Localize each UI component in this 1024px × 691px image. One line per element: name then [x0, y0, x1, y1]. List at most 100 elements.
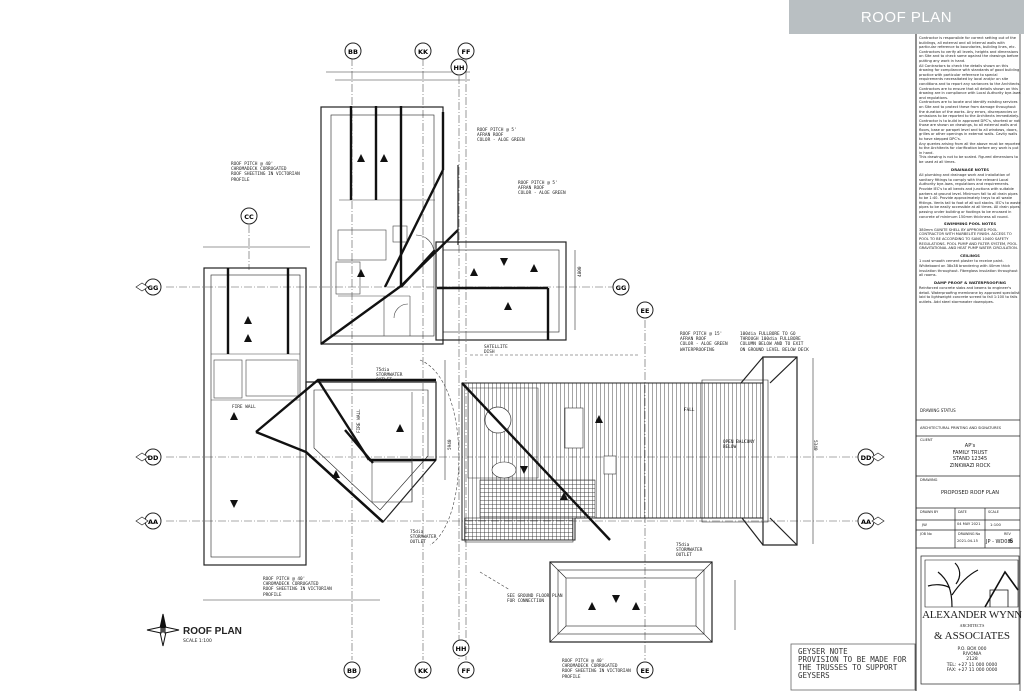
firm-address-line: 2128	[966, 657, 978, 663]
svg-text:BB: BB	[347, 667, 357, 675]
grid-bubble-bb-top: BB	[344, 42, 362, 60]
tb-drawing-name: PROPOSED ROOF PLAN	[940, 490, 1000, 496]
note-paragraph: All Contractors to check the details sho…	[919, 63, 1021, 100]
svg-text:BB: BB	[348, 48, 358, 56]
label-roof-top-mid: ROOF PITCH @ 5' AFRAN ROOF COLOR - ALOE …	[477, 128, 525, 144]
firm-fax: FAX: +27 11 000 0000	[946, 667, 998, 673]
svg-text:EE: EE	[641, 667, 650, 675]
drainage-heading: DRAINAGE NOTES	[951, 166, 989, 172]
note-paragraph: This drawing is not to be scaled. Figure…	[919, 155, 1018, 165]
label-roof-top-left: ROOF PITCH @ 40' CHROMADECK CORRUGATED R…	[231, 162, 300, 183]
tb-drawn-by-label: DRAWN BY	[920, 510, 939, 514]
grid-bubble-hh-top: HH	[450, 58, 468, 76]
tb-date: 04 MAY 2021	[957, 522, 981, 526]
label-fire-wall-b: FIRE WALL	[357, 409, 362, 433]
grid-bubble-gg-right: GG	[612, 278, 630, 296]
tb-job: 2021-04-15	[957, 539, 978, 543]
west-wing-roof	[203, 267, 307, 566]
tb-rev-label: REV	[1004, 532, 1011, 536]
grid-bubble-cc: CC	[240, 207, 258, 225]
label-fall: FALL	[684, 408, 695, 413]
label-roof-centre: ROOF PITCH @ 15' AFRAN ROOF COLOR - ALOE…	[680, 332, 728, 353]
grid-bubble-kk-top: KK	[414, 42, 432, 60]
tb-client-line: ZINKWAZI ROCK	[949, 462, 991, 469]
flat-roof-deck	[461, 382, 764, 543]
label-roof-bottom-left: ROOF PITCH @ 40' CHROMADECK CORRUGATED R…	[263, 577, 332, 598]
grid-bubble-kk-bottom: KK	[414, 661, 432, 679]
firm-address: P.O. BOX 000 RIVONIA 2128 TEL: +27 11 00…	[921, 647, 1023, 673]
note-paragraph: Contractor is to build in approved DPC's…	[919, 118, 1020, 142]
geyser-note-box	[790, 643, 916, 691]
svg-text:DD: DD	[148, 454, 159, 462]
tb-drawing-status: DRAWING STATUS	[920, 408, 956, 413]
svg-text:KK: KK	[418, 48, 429, 56]
damp-heading: DAMP PROOF & WATERPROOFING	[934, 279, 1006, 285]
svg-text:EE: EE	[641, 307, 650, 315]
tb-date-label: DATE	[958, 510, 967, 514]
firm-address-line: P.O. BOX 000	[957, 647, 987, 652]
north-arrow-icon	[146, 613, 180, 647]
grid-bubble-hh-bottom: HH	[452, 639, 470, 657]
grid-bubble-ff-top: FF	[457, 42, 475, 60]
tb-scale-label: SCALE	[988, 510, 999, 514]
tb-scale: 1:100	[990, 522, 1001, 527]
drainage-notes: All plumbing and drainage work and insta…	[919, 173, 1021, 219]
note-paragraph: Contractors are to locate and identify e…	[919, 100, 1019, 119]
label-stormwater-right: 75dia STORMWATER OUTLET	[676, 543, 703, 559]
label-stormwater-left: 75dia STORMWATER OUTLET	[376, 368, 403, 384]
note-paragraph: Contractor is responsible for correct se…	[919, 36, 1019, 63]
drawing-scale: SCALE 1:100	[183, 639, 212, 644]
svg-text:FF: FF	[462, 667, 471, 675]
svg-text:GG: GG	[616, 284, 627, 292]
label-roof-mid: ROOF PITCH @ 5' AFRAN ROOF COLOR - ALOE …	[518, 181, 566, 197]
central-wing-roof	[305, 381, 437, 523]
svg-text:DD: DD	[861, 454, 872, 462]
tb-architectural: ARCHITECTURAL PRINTING AND SIGNATURES	[920, 426, 1002, 430]
tb-client-label: CLIENT	[920, 438, 933, 442]
general-notes: Contractor is responsible for correct se…	[919, 36, 1021, 416]
firm-name-line1: ALEXANDER WYNN	[922, 609, 1022, 621]
west-wing-rooms	[211, 353, 300, 401]
svg-text:GG: GG	[148, 284, 159, 292]
tb-drg-label: DRAWING No	[958, 532, 981, 536]
tb-job-label: JOB No	[920, 532, 932, 536]
ceiling-notes: 1 coat smooth cement plaster to receive …	[919, 259, 1018, 278]
svg-text:HH: HH	[456, 645, 467, 653]
deck-diagonal	[461, 382, 611, 541]
grid-bubble-ee-bottom: EE	[636, 661, 654, 679]
pool-notes: 380mm GUNITE SHELL BY APPROVED POOL CONT…	[919, 227, 1018, 251]
svg-text:AA: AA	[861, 518, 871, 526]
fall-arrows	[230, 154, 640, 610]
tb-revision: 6	[1009, 538, 1014, 545]
firm-address-line: RIVONIA	[962, 652, 982, 658]
svg-text:CC: CC	[244, 213, 254, 221]
north-east-roof	[435, 165, 567, 341]
svg-text:AA: AA	[148, 518, 158, 526]
geyser-note: GEYSER NOTE PROVISION TO BE MADE FOR THE…	[798, 648, 910, 680]
label-see-ground-floor: SEE GROUND FLOOR PLAN FOR CONNECTION	[507, 594, 563, 605]
firm-tel: TEL: +27 11 000 0000	[946, 662, 998, 668]
label-downpipe: 100dia FULLBORE TO GO THROUGH 100dia FUL…	[740, 332, 809, 353]
grid-bubbles: BB KK FF HH CC GG GG DD DD AA AA EE BB K…	[144, 42, 875, 679]
grid-bubble-ee-top: EE	[636, 301, 654, 319]
label-open-balcony: OPEN BALCONY BELOW	[723, 440, 755, 451]
label-dim-4800: 4800	[578, 266, 583, 277]
tb-client-line: AP's	[964, 443, 976, 449]
label-dim-5940: 5940	[448, 439, 453, 450]
north-wing-roof	[320, 106, 444, 345]
east-wing-roof	[701, 356, 798, 546]
banner-title: ROOF PLAN	[860, 8, 953, 26]
dimension-lines	[203, 71, 814, 630]
grid-bubble-ff-bottom: FF	[457, 661, 475, 679]
svg-text:HH: HH	[454, 64, 465, 72]
tb-drawing-label: DRAWING	[920, 478, 938, 482]
geyser-note-heading: GEYSER NOTE	[798, 647, 848, 656]
label-roof-bottom-mid: ROOF PITCH @ 40' CHROMADECK CORRUGATED R…	[562, 659, 631, 680]
firm-name-line2: & ASSOCIATES	[933, 630, 1011, 642]
grid-bubble-bb-bottom: BB	[343, 661, 361, 679]
south-east-roof	[549, 561, 713, 643]
firm-logo-icon	[924, 559, 1019, 608]
firm-tagline: ARCHITECTS	[959, 623, 985, 628]
tb-client-line: STAND 12345	[952, 456, 988, 462]
